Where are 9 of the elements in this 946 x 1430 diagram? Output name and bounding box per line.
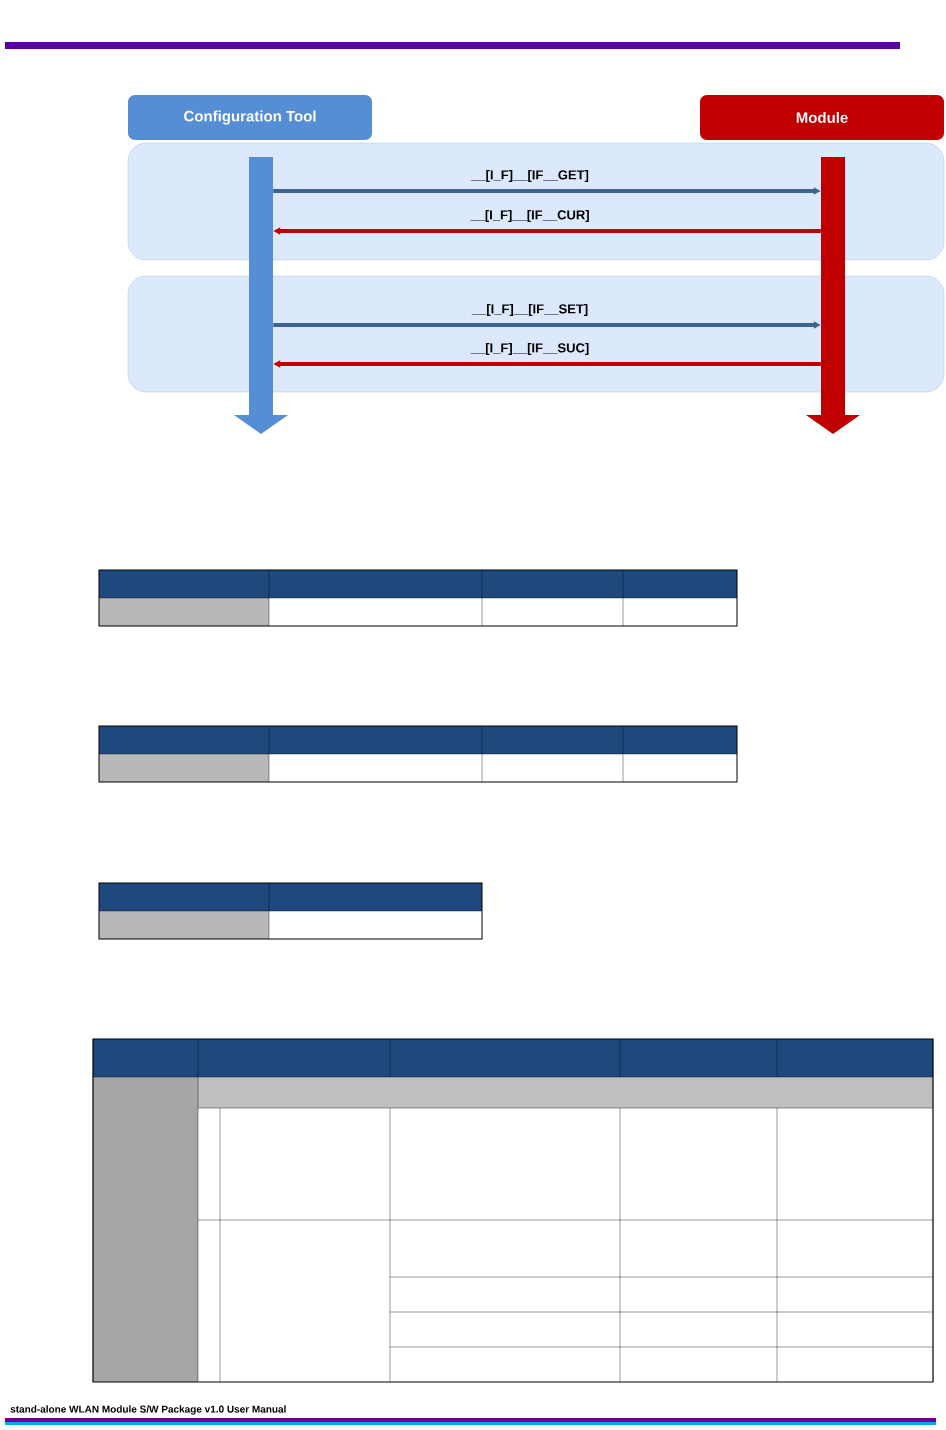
lifeline-arrow <box>234 157 288 434</box>
lifeline-arrow <box>806 157 860 434</box>
edge-label: __[I_F]__[IF__SUC] <box>470 342 589 356</box>
edge-label: __[I_F]__[IF__CUR] <box>470 209 589 223</box>
header-box: Module <box>700 95 944 140</box>
footer-text: stand-alone WLAN Module S/W Package v1.0 User Manual <box>10 1405 286 1415</box>
header-box: Configuration Tool <box>128 95 372 140</box>
edge-label: __[I_F]__[IF__GET] <box>471 169 589 183</box>
edge-label: __[I_F]__[IF__SET] <box>471 303 588 317</box>
